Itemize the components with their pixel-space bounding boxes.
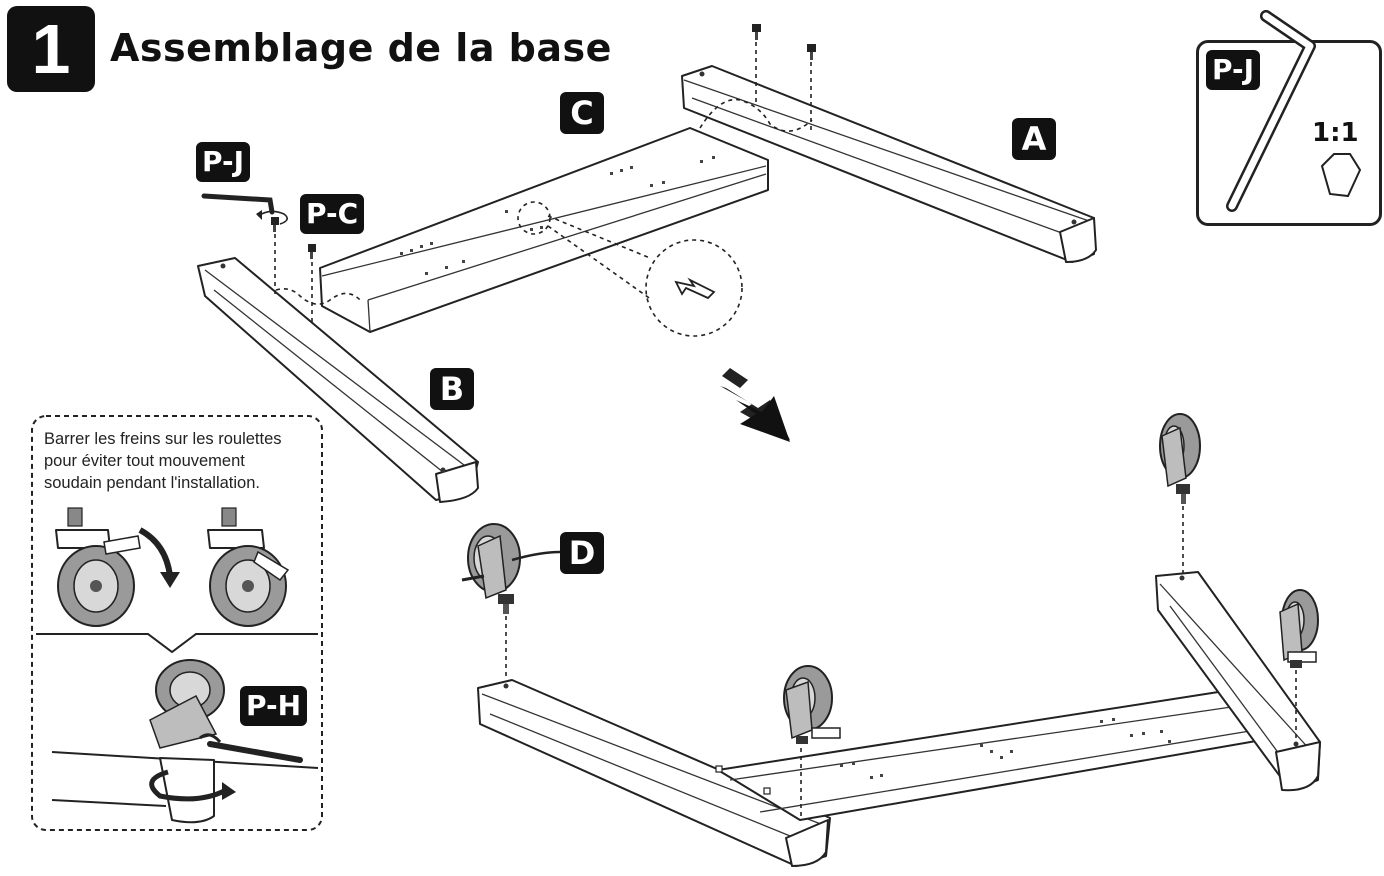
foot-a — [681, 65, 1097, 263]
caster-d — [461, 523, 561, 680]
part-label-c: C — [560, 92, 604, 134]
hardware-label-allen-key: P-J — [196, 142, 251, 182]
caster-right — [1279, 589, 1319, 742]
crossbar-c — [319, 127, 769, 333]
tool-box-label: P-J — [1206, 50, 1261, 90]
brake-note-box — [31, 415, 323, 831]
note-line-3: soudain pendant l'installation. — [44, 474, 260, 492]
screw-b-1 — [271, 217, 279, 296]
step-title: Assemblage de la base — [110, 26, 612, 70]
next-step-arrow-icon — [720, 368, 790, 442]
hex-size-icon — [1320, 153, 1362, 198]
screw-top-2 — [807, 44, 816, 130]
caster-center — [783, 665, 841, 818]
assembled-base — [477, 571, 1321, 867]
magnifier-detail — [645, 239, 743, 337]
screw-top-1 — [752, 24, 761, 106]
foot-b — [197, 257, 479, 503]
screw-b-2 — [308, 244, 316, 324]
hardware-label-screw: P-C — [300, 194, 365, 234]
note-line-2: pour éviter tout mouvement — [44, 452, 245, 470]
wrench-detail — [51, 659, 319, 824]
brake-note-text: Barrer les freins sur les roulettes pour… — [44, 428, 319, 494]
part-label-d: D — [560, 532, 604, 574]
hardware-label-wrench: P-H — [240, 686, 308, 726]
scale-ratio: 1:1 — [1312, 118, 1359, 148]
part-label-a: A — [1012, 118, 1056, 160]
caster-locked — [207, 507, 290, 627]
step-number-badge: 1 — [7, 6, 95, 92]
caster-top-right — [1159, 413, 1201, 574]
part-label-b: B — [430, 368, 474, 410]
caster-unlocked — [55, 507, 141, 627]
allen-key-icon — [201, 193, 288, 225]
note-line-1: Barrer les freins sur les roulettes — [44, 430, 282, 448]
